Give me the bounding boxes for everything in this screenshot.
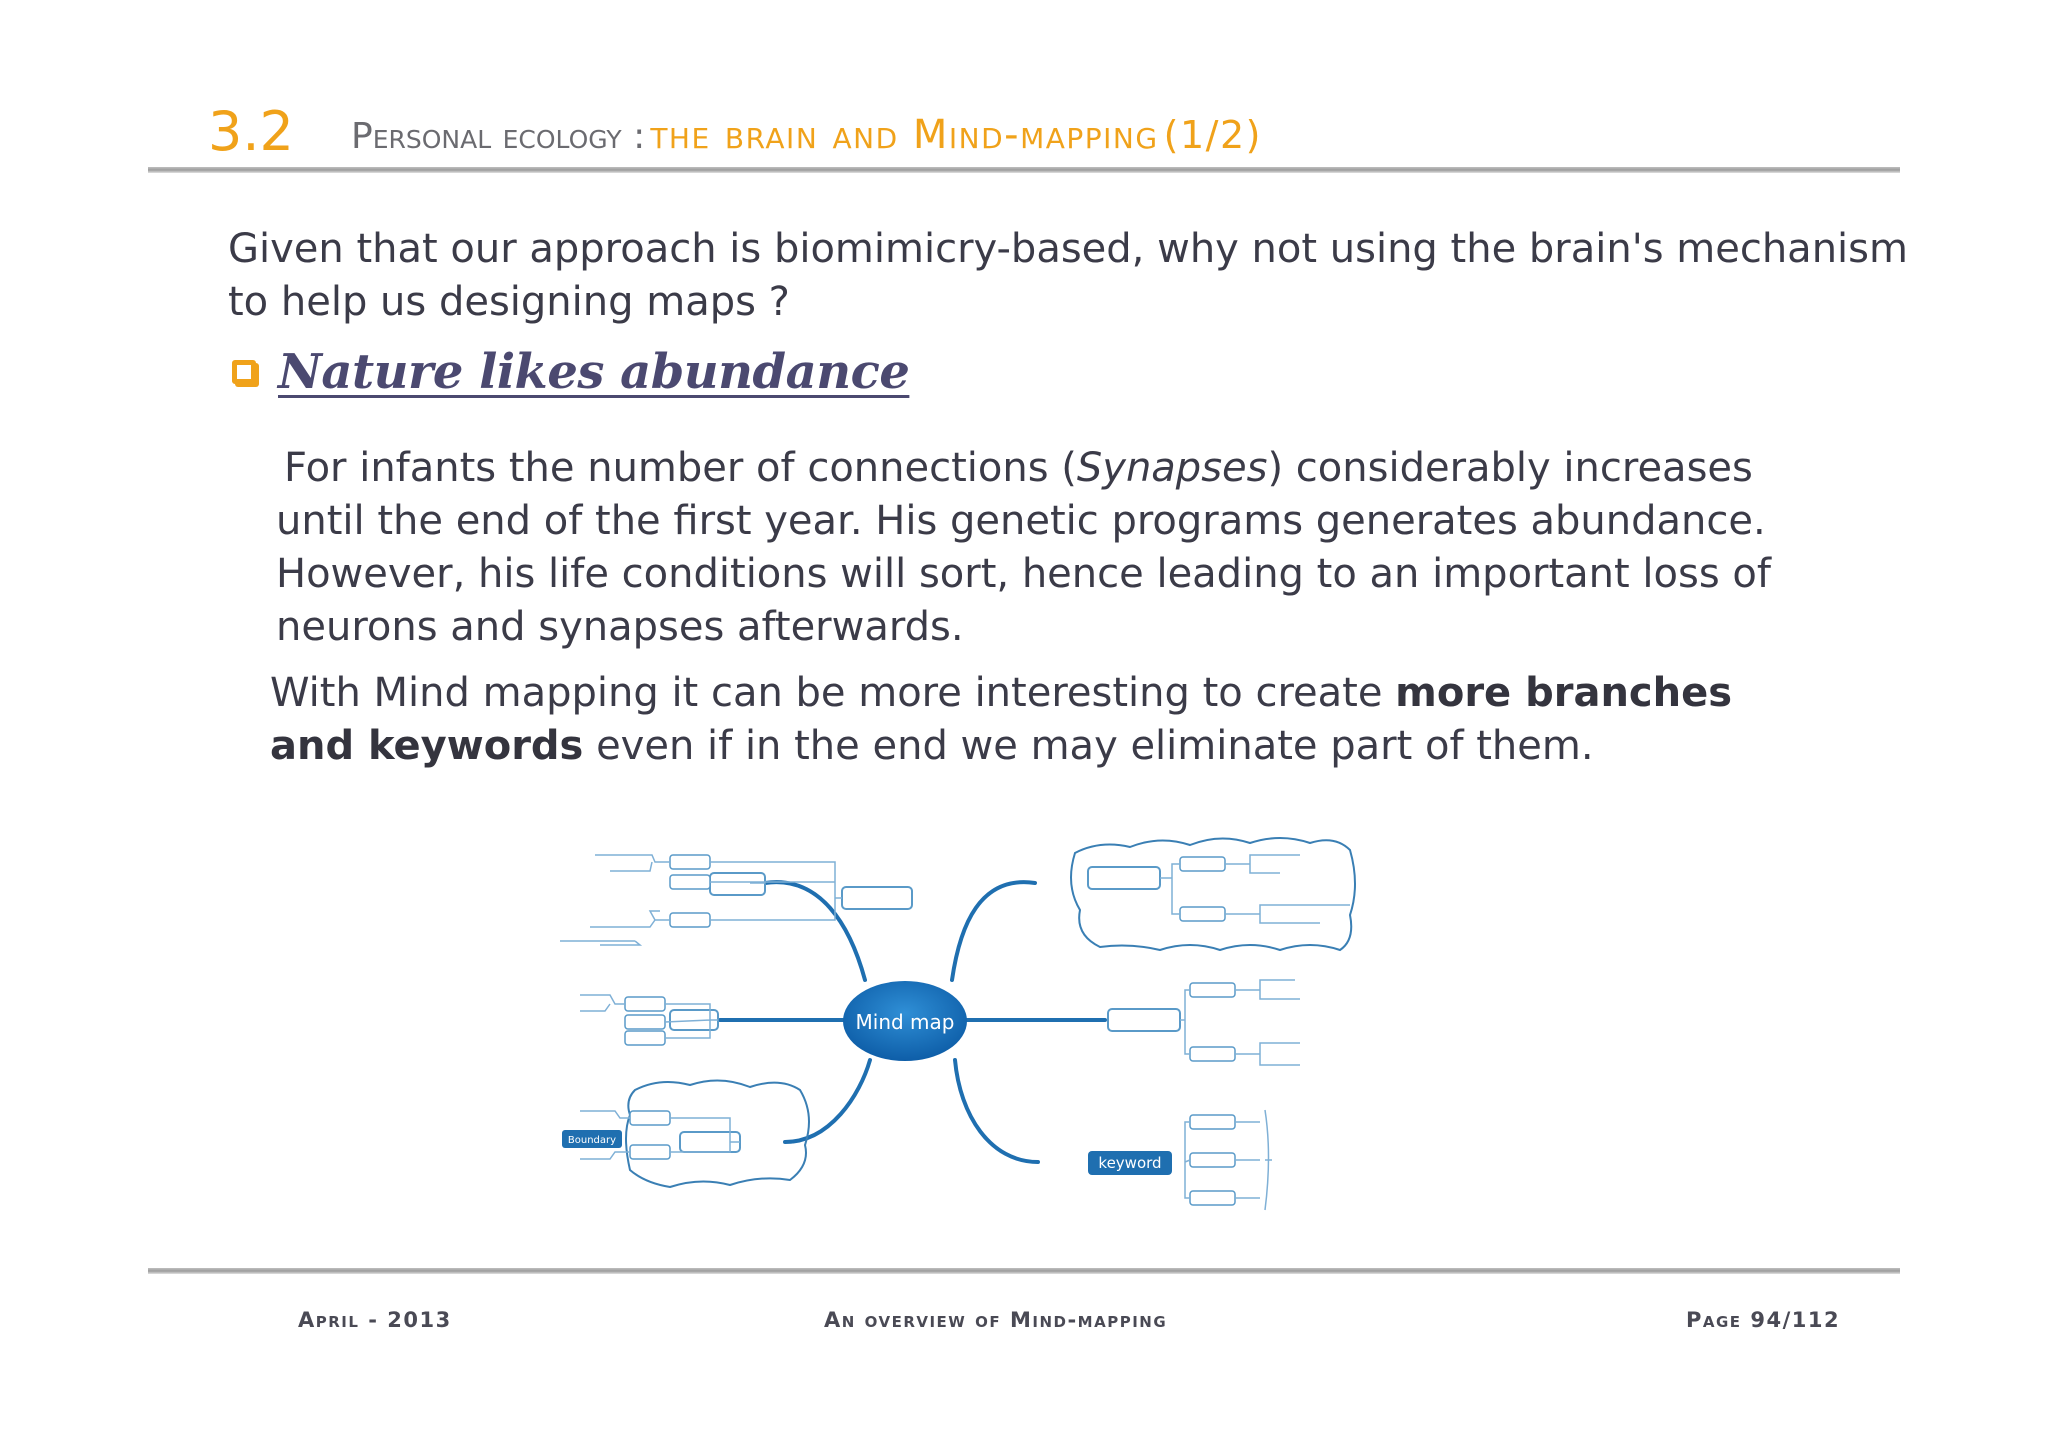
slide-header: 3.2 Personal ecology : the brain and Min… — [150, 96, 1900, 166]
title-suffix: (1/2) — [1163, 113, 1262, 157]
paragraph-infants: For infants the number of connections (S… — [276, 442, 1836, 654]
footer-divider — [148, 1268, 1900, 1274]
paragraph1-italic: Synapses — [1076, 445, 1268, 491]
footer-date: April - 2013 — [298, 1308, 452, 1332]
keyword-node — [1088, 1151, 1172, 1175]
paragraph1-text-a: For infants the number of connections ( — [284, 445, 1077, 491]
bullet-title: Nature likes abundance — [278, 344, 910, 400]
bullet-heading: Nature likes abundance — [232, 344, 910, 400]
boundary-cloud-bottom-left — [625, 1079, 810, 1189]
boundary-tag — [562, 1130, 622, 1148]
leaf-lines — [560, 854, 1350, 1211]
boundary-label: Boundary — [568, 1135, 616, 1146]
footer-title: An overview of Mind-mapping — [824, 1308, 1168, 1332]
paragraph-mind-mapping: With Mind mapping it can be more interes… — [270, 667, 1830, 773]
mind-map-figure: Mind map keyword Boundary — [560, 837, 1356, 1211]
section-number: 3.2 — [208, 100, 294, 163]
keyword-label: keyword — [1098, 1154, 1161, 1172]
slide-title: Personal ecology : the brain and Mind-ma… — [351, 112, 1262, 158]
paragraph2-text-b: even if in the end we may eliminate part… — [583, 723, 1594, 769]
footer-page: Page 94/112 — [1686, 1308, 1841, 1332]
boundary-cloud-top-right — [1070, 837, 1356, 952]
paragraph1-text-b: ) considerably increases until the end o… — [276, 445, 1771, 650]
paragraph2-text-a: With Mind mapping it can be more interes… — [270, 670, 1396, 716]
paragraph2-bold: more branches and keywords — [270, 670, 1733, 769]
header-divider — [148, 167, 1900, 173]
title-prefix: Personal ecology : — [351, 116, 646, 157]
intro-text: Given that our approach is biomimicry-ba… — [228, 226, 1908, 325]
node-boxes — [669, 866, 1181, 1153]
center-node-label: Mind map — [856, 1010, 955, 1034]
checkbox-bullet-icon — [232, 360, 256, 384]
center-node — [843, 981, 967, 1061]
title-highlight: the brain and Mind-mapping — [650, 112, 1159, 158]
